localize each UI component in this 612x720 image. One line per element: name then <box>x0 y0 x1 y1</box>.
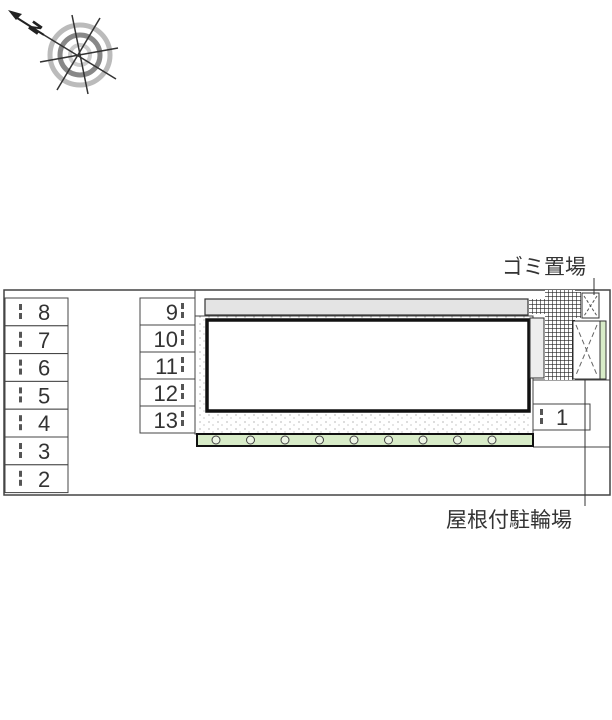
shrub-icon <box>280 435 290 445</box>
shrub-icon <box>211 435 221 445</box>
building <box>205 318 531 413</box>
parking-space: 4 <box>4 408 69 438</box>
parking-space: 3 <box>4 436 69 466</box>
parking-space: 13 <box>139 405 196 434</box>
parking-space: 6 <box>4 353 69 382</box>
stair-top <box>529 299 545 314</box>
car-stop-icon <box>19 331 22 338</box>
shrub-icon <box>246 435 255 445</box>
parking-column-right: 1 <box>532 403 591 431</box>
car-stop-icon <box>181 411 184 417</box>
car-stop-icon <box>181 366 184 372</box>
north-arrow-compass-icon: N <box>8 10 119 95</box>
car-stop-icon <box>181 312 184 318</box>
car-stop-icon <box>19 479 22 486</box>
parking-space-number: 13 <box>154 408 178 433</box>
hedge-shrubs <box>211 435 497 445</box>
bicycle-hedge <box>599 320 607 380</box>
car-stop-icon <box>19 470 22 477</box>
car-stop-icon <box>181 339 184 345</box>
shrub-icon <box>418 435 428 445</box>
hedge <box>196 433 534 447</box>
paved-strip <box>575 292 581 318</box>
parking-space: 10 <box>139 324 196 353</box>
car-stop-icon <box>19 424 22 431</box>
shrub-icon <box>315 435 324 445</box>
shrub-icon <box>487 435 497 445</box>
parking-column-left: 8 7 65 4 3 2 <box>4 297 69 494</box>
car-stop-icon <box>19 387 22 394</box>
parking-space-number: 4 <box>38 411 50 436</box>
shrub-icon <box>453 435 462 445</box>
parking-space: 2 <box>4 464 69 494</box>
stairs <box>529 317 545 379</box>
car-stop-icon <box>19 340 22 347</box>
parking-space-number: 10 <box>154 327 178 352</box>
parking-space-number: 1 <box>556 405 568 430</box>
car-stop-icon <box>19 359 22 366</box>
parking-space: 8 <box>4 297 69 327</box>
shrub-icon <box>349 435 359 445</box>
parking-space-number: 11 <box>155 354 178 379</box>
car-stop-icon <box>19 368 22 375</box>
parking-space: 12 <box>139 378 196 407</box>
car-stop-icon <box>19 313 22 319</box>
parking-space: 9 <box>139 297 196 326</box>
parking-space-number: 12 <box>154 381 178 406</box>
parking-space: 7 <box>4 325 69 355</box>
car-stop-icon <box>19 443 22 449</box>
car-stop-icon <box>540 418 543 424</box>
parking-space: 5 <box>4 380 69 410</box>
bicycle-parking-label: 屋根付駐輪場 <box>446 508 572 532</box>
shrub-icon <box>384 435 393 445</box>
car-stop-icon <box>181 357 184 363</box>
car-stop-icon <box>19 452 22 458</box>
parking-space-number: 6 <box>38 356 50 381</box>
car-stop-icon <box>19 415 22 422</box>
car-stop-icon <box>181 330 184 336</box>
car-stop-icon <box>181 420 184 426</box>
car-stop-icon <box>181 384 184 390</box>
car-stop-icon <box>19 304 22 310</box>
parking-space-number: 9 <box>166 300 178 325</box>
parking-space-number: 8 <box>38 300 50 325</box>
car-stop-icon <box>19 396 22 403</box>
car-stop-icon <box>540 409 543 415</box>
walkway <box>204 298 529 316</box>
paved-area <box>545 290 575 380</box>
car-stop-icon <box>181 303 184 309</box>
parking-space-number: 2 <box>38 467 50 492</box>
parking-space-number: 3 <box>38 439 50 464</box>
car-stop-icon <box>181 393 184 399</box>
parking-space: 11 <box>139 351 196 380</box>
parking-space-number: 5 <box>38 383 50 408</box>
parking-space-number: 7 <box>38 328 50 353</box>
garbage-area-label: ゴミ置場 <box>502 255 586 279</box>
parking-space: 1 <box>532 403 591 431</box>
